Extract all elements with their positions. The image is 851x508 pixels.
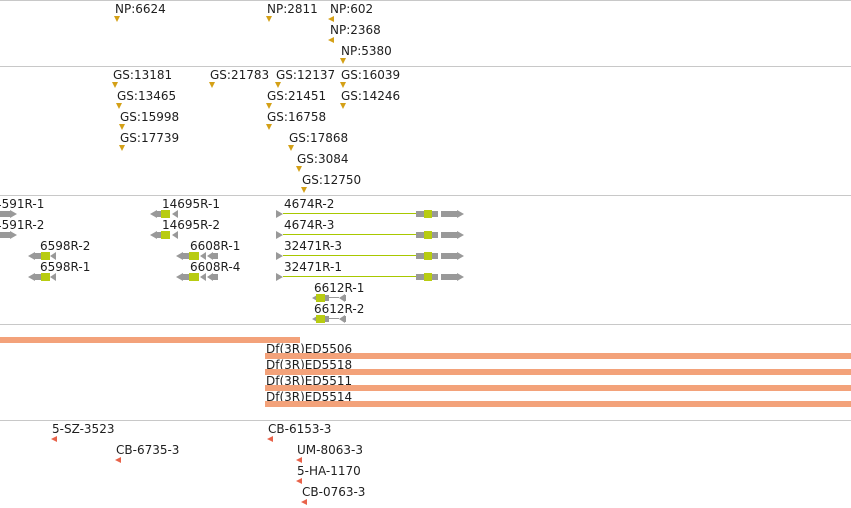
- feature-label[interactable]: GS:12137: [276, 68, 336, 82]
- gene-model[interactable]: [176, 273, 220, 281]
- track-separator: [0, 66, 851, 67]
- insertion-marker-icon[interactable]: [296, 478, 302, 484]
- gene-model[interactable]: [150, 210, 180, 218]
- deficiency-bar[interactable]: [265, 369, 851, 375]
- gene-model[interactable]: [0, 231, 18, 239]
- feature-marker-icon[interactable]: [340, 58, 346, 64]
- gene-model[interactable]: [176, 252, 220, 260]
- gene-model[interactable]: [28, 252, 56, 260]
- feature-marker-icon[interactable]: [340, 82, 346, 88]
- feature-label[interactable]: NP:2811: [267, 2, 318, 16]
- deficiency-label[interactable]: Df(3R)ED5511: [266, 374, 353, 388]
- gene-label[interactable]: 6612R-1: [314, 281, 365, 295]
- feature-marker-icon[interactable]: [340, 103, 346, 109]
- feature-marker-icon[interactable]: [112, 82, 118, 88]
- feature-marker-icon[interactable]: [328, 37, 334, 43]
- insertion-label[interactable]: CB-6153-3: [268, 422, 332, 436]
- feature-marker-icon[interactable]: [266, 124, 272, 130]
- feature-marker-icon[interactable]: [209, 82, 215, 88]
- feature-label[interactable]: GS:14246: [341, 89, 401, 103]
- feature-label[interactable]: GS:13181: [113, 68, 173, 82]
- gene-label[interactable]: 4591R-1: [0, 197, 45, 211]
- insertion-marker-icon[interactable]: [301, 499, 307, 505]
- feature-marker-icon[interactable]: [328, 16, 334, 22]
- gene-model[interactable]: [276, 252, 464, 260]
- insertion-marker-icon[interactable]: [296, 457, 302, 463]
- feature-label[interactable]: NP:5380: [341, 44, 392, 58]
- feature-marker-icon[interactable]: [296, 166, 302, 172]
- feature-marker-icon[interactable]: [116, 103, 122, 109]
- feature-marker-icon[interactable]: [301, 187, 307, 193]
- feature-label[interactable]: GS:13465: [117, 89, 177, 103]
- gene-model[interactable]: [312, 315, 348, 323]
- gene-model[interactable]: [28, 273, 56, 281]
- feature-label[interactable]: GS:21451: [267, 89, 327, 103]
- feature-marker-icon[interactable]: [288, 145, 294, 151]
- gene-label[interactable]: 6598R-2: [40, 239, 91, 253]
- insertion-label[interactable]: CB-0763-3: [302, 485, 366, 499]
- gene-model[interactable]: [312, 294, 348, 302]
- feature-label[interactable]: GS:15998: [120, 110, 180, 124]
- deficiency-label[interactable]: Df(3R)ED5518: [266, 358, 353, 372]
- gene-label[interactable]: 6608R-1: [190, 239, 241, 253]
- feature-label[interactable]: GS:3084: [297, 152, 349, 166]
- deficiency-label[interactable]: Df(3R)ED5514: [266, 390, 353, 404]
- feature-label[interactable]: GS:12750: [302, 173, 362, 187]
- feature-label[interactable]: NP:2368: [330, 23, 381, 37]
- feature-marker-icon[interactable]: [119, 145, 125, 151]
- gene-label[interactable]: 14695R-1: [162, 197, 220, 211]
- track-separator: [0, 0, 851, 1]
- feature-label[interactable]: GS:16039: [341, 68, 401, 82]
- feature-marker-icon[interactable]: [114, 16, 120, 22]
- gene-model[interactable]: [150, 231, 180, 239]
- gene-label[interactable]: 4591R-2: [0, 218, 45, 232]
- gene-model[interactable]: [276, 210, 464, 218]
- gene-label[interactable]: 32471R-3: [284, 239, 342, 253]
- gene-label[interactable]: 4674R-2: [284, 197, 335, 211]
- track-separator: [0, 420, 851, 421]
- insertion-label[interactable]: CB-6735-3: [116, 443, 180, 457]
- feature-marker-icon[interactable]: [275, 82, 281, 88]
- feature-label[interactable]: GS:16758: [267, 110, 327, 124]
- gene-model[interactable]: [276, 273, 464, 281]
- gene-label[interactable]: 6612R-2: [314, 302, 365, 316]
- feature-label[interactable]: GS:17868: [289, 131, 349, 145]
- insertion-marker-icon[interactable]: [267, 436, 273, 442]
- insertion-marker-icon[interactable]: [115, 457, 121, 463]
- gene-label[interactable]: 6598R-1: [40, 260, 91, 274]
- gene-model[interactable]: [276, 231, 464, 239]
- deficiency-bar[interactable]: [265, 353, 851, 359]
- gene-label[interactable]: 6608R-4: [190, 260, 241, 274]
- insertion-marker-icon[interactable]: [51, 436, 57, 442]
- track-separator: [0, 324, 851, 325]
- deficiency-label[interactable]: Df(3R)ED5506: [266, 342, 353, 356]
- feature-label[interactable]: GS:17739: [120, 131, 180, 145]
- gene-label[interactable]: 32471R-1: [284, 260, 342, 274]
- deficiency-bar[interactable]: [265, 385, 851, 391]
- feature-label[interactable]: GS:21783: [210, 68, 270, 82]
- insertion-label[interactable]: 5-SZ-3523: [52, 422, 115, 436]
- deficiency-bar[interactable]: [0, 337, 300, 343]
- insertion-label[interactable]: UM-8063-3: [297, 443, 363, 457]
- deficiency-bar[interactable]: [265, 401, 851, 407]
- feature-label[interactable]: NP:6624: [115, 2, 166, 16]
- track-separator: [0, 195, 851, 196]
- gene-model[interactable]: [0, 210, 18, 218]
- feature-marker-icon[interactable]: [119, 124, 125, 130]
- feature-marker-icon[interactable]: [266, 16, 272, 22]
- gene-label[interactable]: 14695R-2: [162, 218, 220, 232]
- insertion-label[interactable]: 5-HA-1170: [297, 464, 361, 478]
- gene-label[interactable]: 4674R-3: [284, 218, 335, 232]
- feature-label[interactable]: NP:602: [330, 2, 374, 16]
- feature-marker-icon[interactable]: [266, 103, 272, 109]
